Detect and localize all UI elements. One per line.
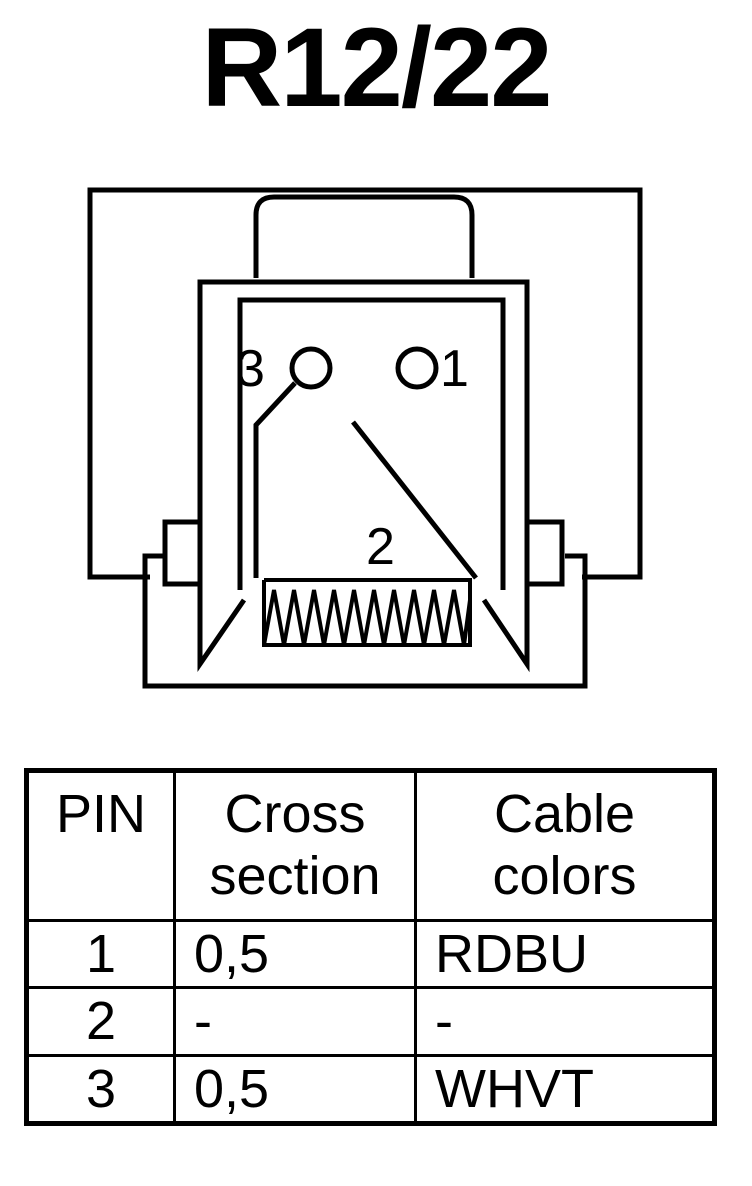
contact-strip <box>262 578 472 647</box>
left-latch <box>197 584 247 673</box>
pin-3-contact <box>289 346 333 390</box>
pin-2-label: 2 <box>366 518 395 576</box>
table-row: 1 0,5 RDBU <box>25 918 716 990</box>
key-tab <box>253 194 475 278</box>
connector-diagram: 3 1 2 <box>87 187 643 689</box>
cable-color-cell: WHVT <box>414 1053 716 1126</box>
pin-cell: 3 <box>25 1053 176 1126</box>
cross-section-cell: 0,5 <box>173 1053 417 1126</box>
connector-title: R12/22 <box>201 5 552 130</box>
pin-1-contact <box>395 346 439 390</box>
cross-section-cell: - <box>173 986 417 1057</box>
pin-cell: 2 <box>25 986 176 1057</box>
left-side-block <box>162 519 203 587</box>
pin-2-wire <box>351 420 478 580</box>
outer-latch-frame <box>197 279 530 522</box>
right-latch <box>481 584 530 673</box>
pin-1-label: 1 <box>440 340 469 398</box>
base-outline <box>142 553 588 689</box>
right-side-block <box>524 519 565 587</box>
table-row: 2 - - <box>25 986 716 1057</box>
cable-color-cell: RDBU <box>414 918 716 990</box>
pin-3-wire <box>253 381 297 578</box>
pin-cell: 1 <box>25 918 176 990</box>
header-pin: PIN <box>25 769 176 922</box>
cable-color-cell: - <box>414 986 716 1057</box>
pin-3-label: 3 <box>236 340 265 398</box>
cross-section-cell: 0,5 <box>173 918 417 990</box>
housing-outline <box>87 187 643 580</box>
insert-outline <box>237 297 506 590</box>
table-row: 3 0,5 WHVT <box>25 1053 716 1126</box>
